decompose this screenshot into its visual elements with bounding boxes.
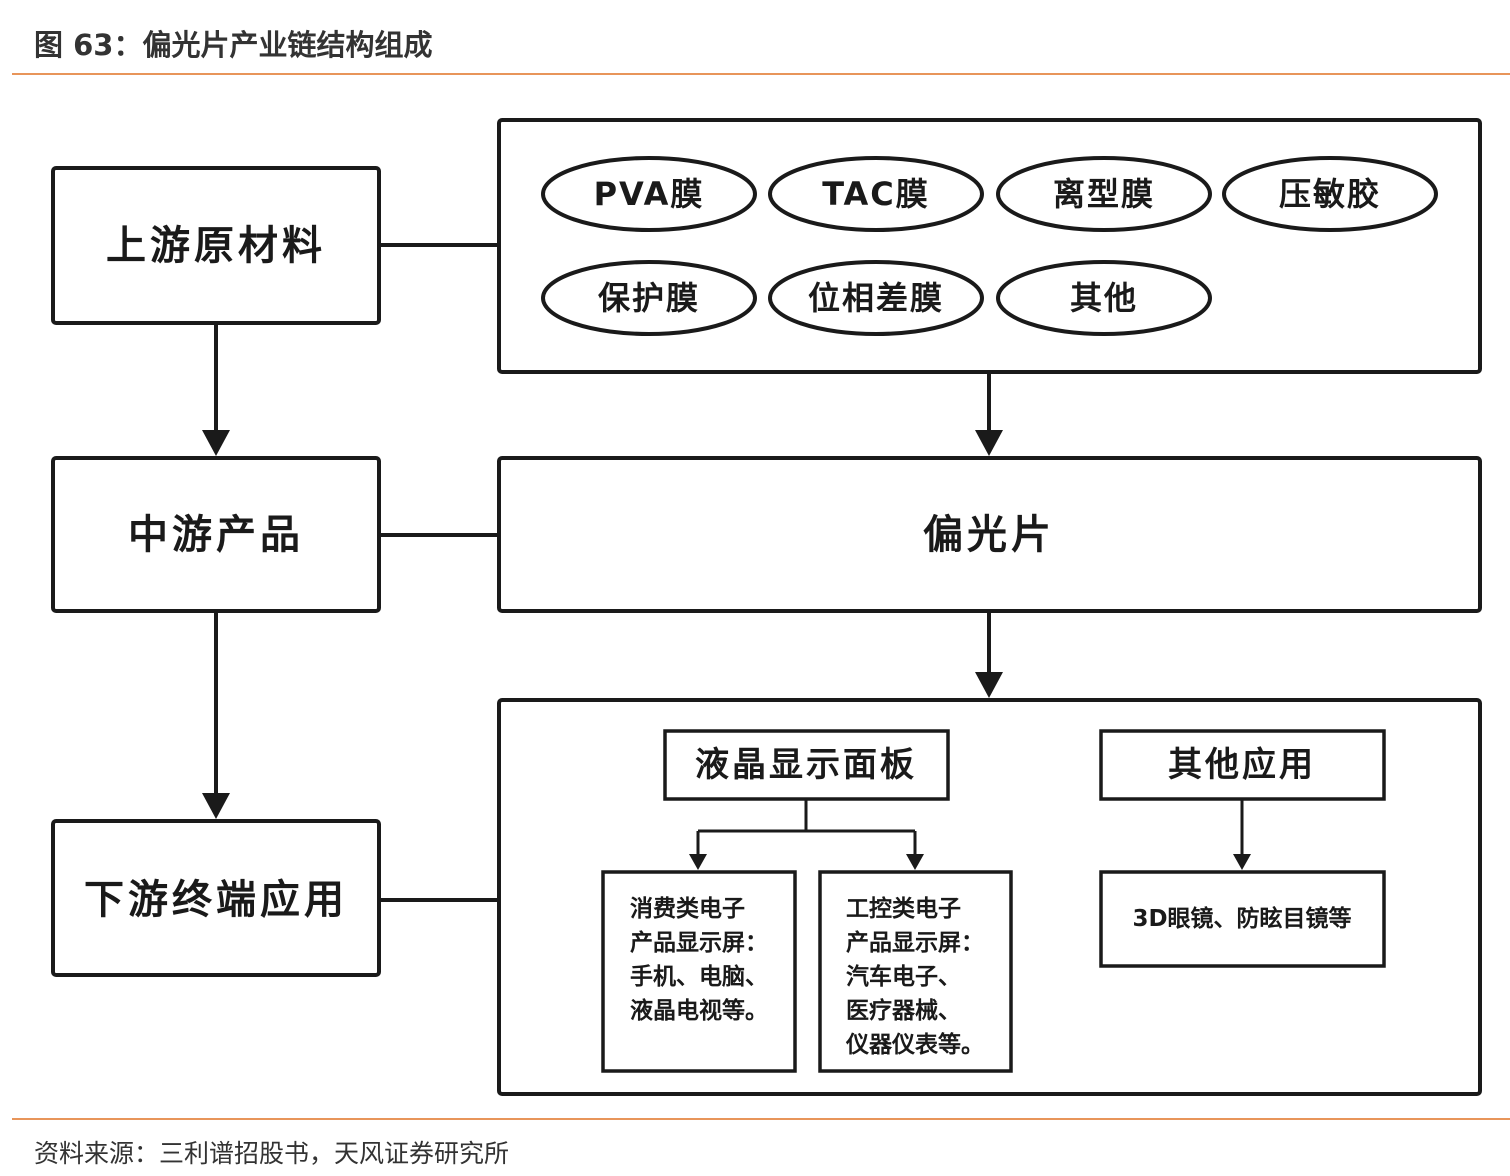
applications-panel — [497, 698, 1482, 1096]
consumer-box — [601, 870, 797, 1073]
material-label-psa: 压敏胶 — [1279, 175, 1381, 213]
arrowhead-consumer — [689, 854, 707, 870]
material-ellipse-retarder — [768, 260, 984, 336]
material-ellipse-tac — [768, 156, 984, 232]
figure-title: 图 63：偏光片产业链结构组成 — [34, 28, 433, 62]
material-ellipse-pva — [541, 156, 757, 232]
industrial-line-3: 汽车电子、 — [846, 963, 961, 990]
material-label-pva: PVA膜 — [594, 175, 705, 213]
material-label-protect: 保护膜 — [598, 279, 700, 317]
consumer-line-3: 手机、电脑、 — [630, 963, 768, 990]
industrial-line-5: 仪器仪表等。 — [845, 1031, 984, 1058]
arrowhead-materials-to-product — [975, 430, 1003, 456]
material-ellipse-protect — [541, 260, 757, 336]
upstream-label: 上游原材料 — [106, 223, 326, 269]
midstream-label: 中游产品 — [128, 512, 304, 558]
industrial-line-1: 工控类电子 — [846, 895, 961, 922]
other-app-label: 其他应用 — [1168, 745, 1316, 785]
material-label-retarder: 位相差膜 — [808, 279, 944, 317]
industrial-box — [818, 870, 1013, 1073]
product-label: 偏光片 — [923, 512, 1055, 558]
material-ellipse-psa — [1222, 156, 1438, 232]
other-detail-label: 3D眼镜、防眩目镜等 — [1132, 905, 1351, 932]
arrowhead-other-detail — [1233, 854, 1251, 870]
material-label-release: 离型膜 — [1053, 175, 1155, 213]
industrial-line-4: 医疗器械、 — [846, 997, 961, 1024]
arrowhead-product-to-apps — [975, 672, 1003, 698]
bottom-divider — [12, 1118, 1510, 1120]
material-ellipse-other — [996, 260, 1212, 336]
downstream-label: 下游终端应用 — [84, 877, 348, 923]
other-detail-box — [1099, 870, 1386, 968]
top-divider — [12, 73, 1510, 75]
material-label-other: 其他 — [1070, 279, 1138, 317]
material-label-tac: TAC膜 — [822, 175, 930, 213]
source-note: 资料来源：三利谱招股书，天风证券研究所 — [34, 1139, 510, 1168]
lcd-panel-label: 液晶显示面板 — [695, 745, 917, 785]
industrial-line-2: 产品显示屏： — [846, 929, 984, 956]
consumer-line-2: 产品显示屏： — [630, 929, 768, 956]
arrowhead-up-to-mid — [202, 430, 230, 456]
arrowhead-industrial — [906, 854, 924, 870]
material-ellipse-release — [996, 156, 1212, 232]
consumer-line-1: 消费类电子 — [630, 896, 745, 922]
arrowhead-mid-to-down — [202, 793, 230, 819]
consumer-line-4: 液晶电视等。 — [630, 997, 768, 1024]
